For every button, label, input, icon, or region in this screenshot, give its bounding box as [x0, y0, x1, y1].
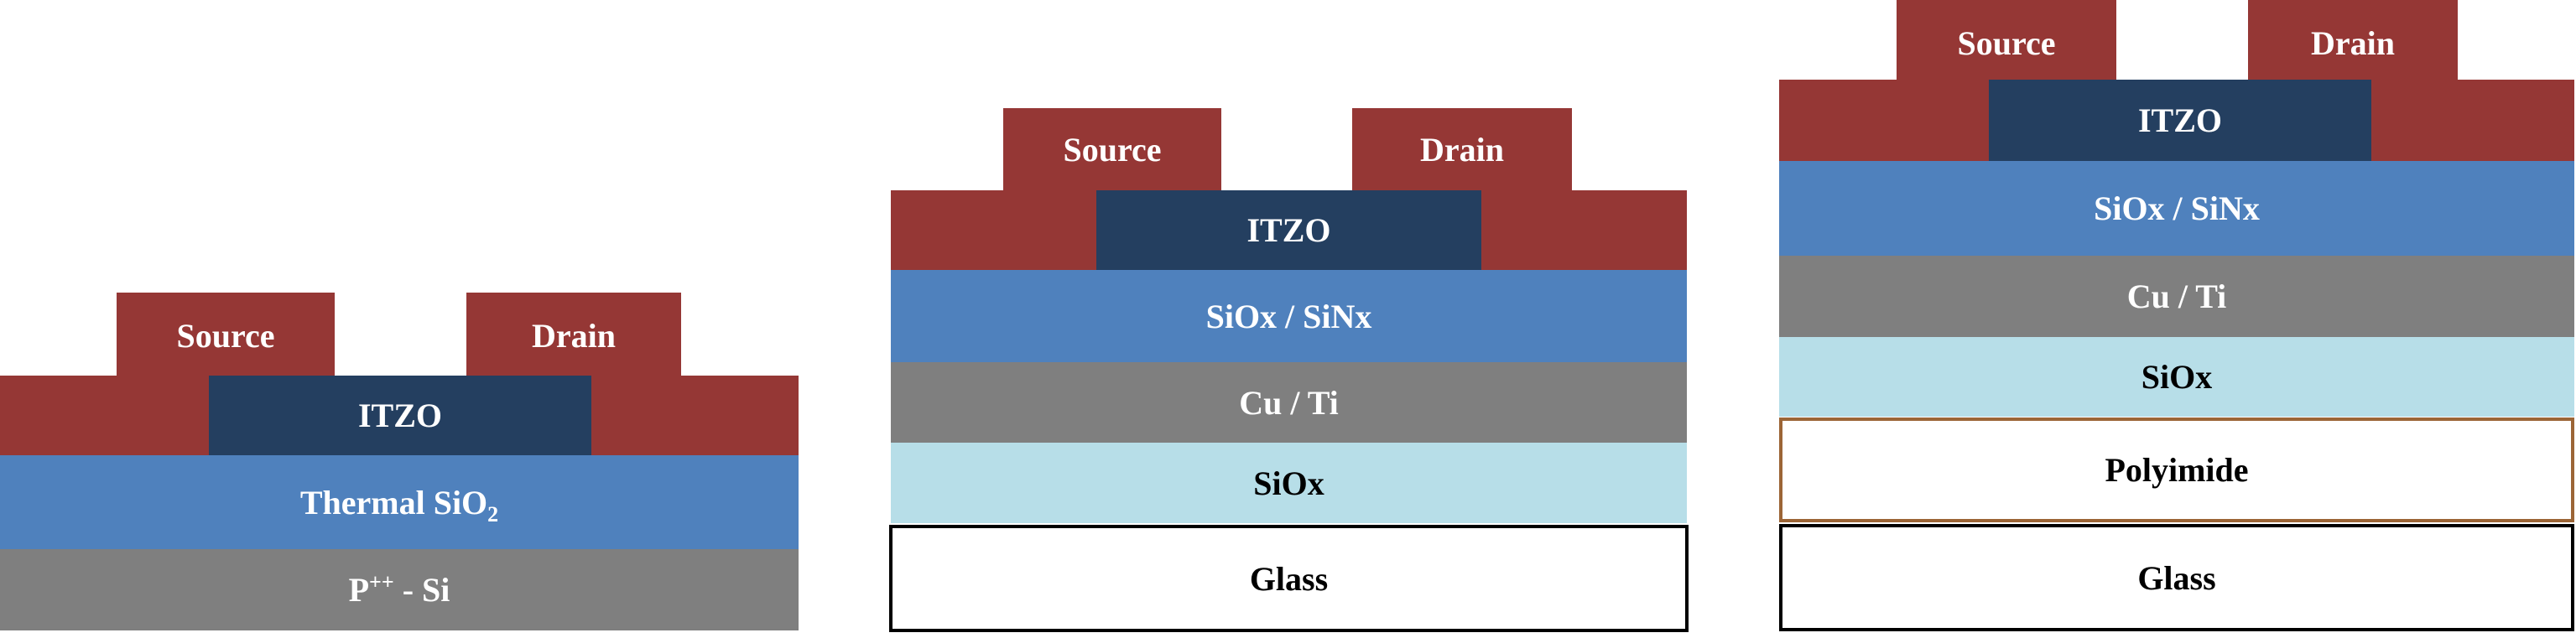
device2-drain-label: Drain — [1420, 131, 1504, 169]
device3-drain-electrode: Drain — [2248, 0, 2458, 83]
device3-source-electrode: Source — [1897, 0, 2116, 83]
device2-source-electrode: Source — [1003, 108, 1221, 194]
device2-drain-electrode: Drain — [1352, 108, 1572, 194]
device1-drain-electrode: Drain — [466, 293, 681, 380]
device3-gate-label: Cu / Ti — [2126, 278, 2227, 315]
device3-polyimide-layer: Polyimide — [1779, 418, 2574, 522]
device1-dielectric-layer: Thermal SiO2 — [0, 455, 799, 549]
device3-itzo-label: ITZO — [2137, 101, 2223, 139]
device2-glass-substrate: Glass — [889, 525, 1689, 632]
device2-source-label: Source — [1063, 131, 1162, 169]
device2-gate-label: Cu / Ti — [1239, 383, 1339, 422]
device2-dielectric-layer: SiOx / SiNx — [891, 270, 1687, 362]
device3-glass-substrate: Glass — [1779, 524, 2574, 631]
device3-itzo-layer: ITZO — [1989, 80, 2371, 161]
device3-buffer-layer: SiOx — [1779, 337, 2574, 417]
device3-source-label: Source — [1957, 24, 2056, 62]
device3-dielectric-label: SiOx / SiNx — [2094, 189, 2260, 227]
device2-itzo-label: ITZO — [1246, 211, 1331, 249]
device2-gate-layer: Cu / Ti — [891, 362, 1687, 443]
device3-glass-label: Glass — [2137, 558, 2216, 597]
device1-substrate-layer: P++ - Si — [0, 549, 799, 630]
device2-buffer-label: SiOx — [1253, 464, 1324, 502]
device1-drain-label: Drain — [532, 317, 616, 355]
device3-buffer-label: SiOx — [2141, 358, 2213, 396]
device3-dielectric-layer: SiOx / SiNx — [1779, 161, 2574, 256]
device2-dielectric-label: SiOx / SiNx — [1205, 297, 1372, 335]
device3-drain-label: Drain — [2311, 24, 2395, 62]
device1-dielectric-label: Thermal SiO2 — [299, 483, 499, 526]
device3-gate-layer: Cu / Ti — [1779, 256, 2574, 337]
device2-glass-label: Glass — [1249, 559, 1329, 598]
device1-source-electrode: Source — [117, 293, 335, 380]
device2-itzo-layer: ITZO — [1096, 190, 1481, 270]
device1-itzo-label: ITZO — [357, 397, 443, 434]
device1-substrate-label: P++ - Si — [348, 569, 450, 609]
device1-itzo-layer: ITZO — [209, 376, 591, 455]
device2-buffer-layer: SiOx — [891, 443, 1687, 523]
device1-source-label: Source — [176, 317, 275, 355]
device3-polyimide-label: Polyimide — [2105, 451, 2249, 489]
